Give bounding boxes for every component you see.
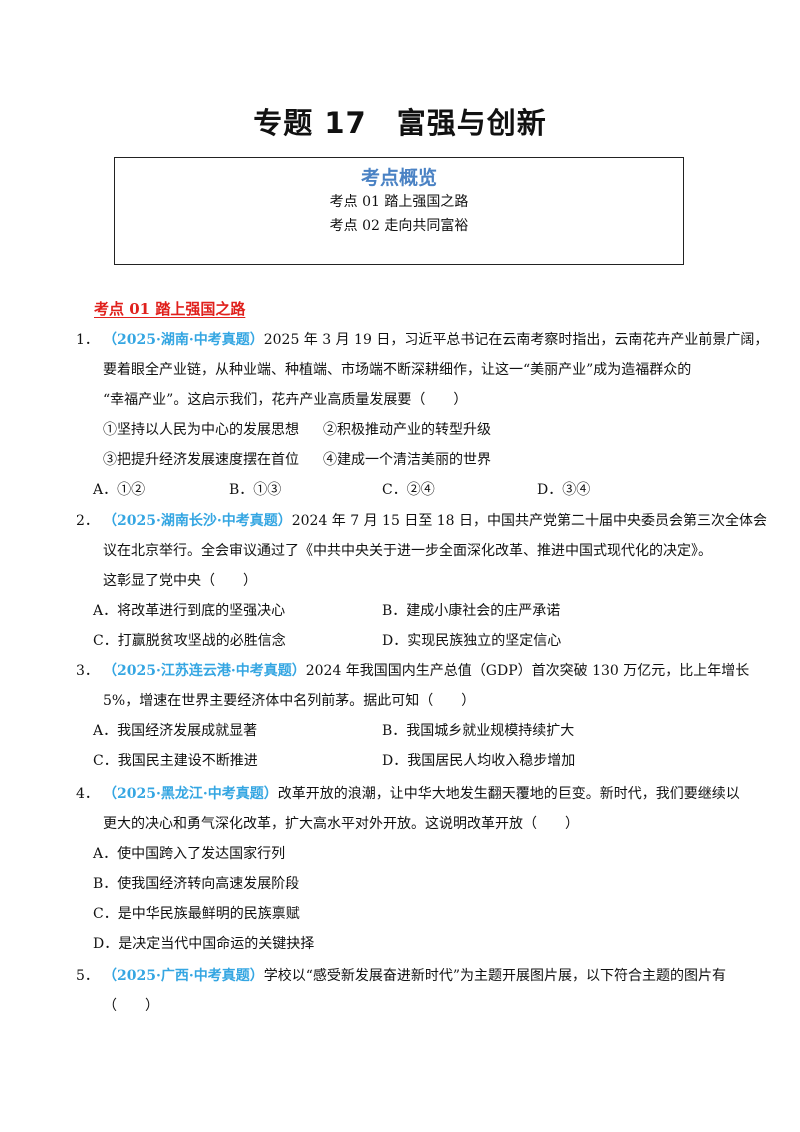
option-d: D．是决定当代中国命运的关键抉择: [93, 936, 315, 952]
question-text-line: 2025 年 3 月 19 日，习近平总书记在云南考察时指出，云南花卉产业前景广…: [263, 332, 769, 348]
question-source: （2025·江苏连云港·中考真题）: [103, 663, 306, 679]
question-4: 4． （2025·黑龙江·中考真题）改革开放的浪潮，让中华大地发生翻天覆地的巨变…: [76, 779, 740, 959]
question-source: （2025·湖南长沙·中考真题）: [103, 513, 292, 529]
question-number: 1．: [76, 332, 99, 348]
question-number: 2．: [76, 513, 99, 529]
question-5: 5． （2025·广西·中考真题）学校以“感受新发展奋进新时代”为主题开展图片展…: [76, 961, 727, 1021]
overview-item-2: 考点 02 走向共同富裕: [329, 218, 469, 234]
question-2: 2． （2025·湖南长沙·中考真题）2024 年 7 月 15 日至 18 日…: [76, 506, 767, 656]
overview-box: 考点概览 考点 01 踏上强国之路 考点 02 走向共同富裕: [114, 157, 684, 265]
question-text-line: 改革开放的浪潮，让中华大地发生翻天覆地的巨变。新时代，我们要继续以: [277, 786, 740, 802]
option-c: C．打赢脱贫攻坚战的必胜信念: [93, 633, 286, 649]
option-a: A．将改革进行到底的坚强决心: [93, 603, 286, 619]
option-d: D．③④: [537, 482, 591, 498]
question-text-line: 更大的决心和勇气深化改革，扩大高水平对外开放。这说明改革开放（ ）: [103, 816, 579, 832]
question-number: 3．: [76, 663, 99, 679]
statement-3: ③把提升经济发展速度摆在首位: [103, 452, 299, 468]
statement-2: ②积极推动产业的转型升级: [323, 422, 491, 438]
option-b: B．我国城乡就业规模持续扩大: [382, 723, 575, 739]
question-1: 1． （2025·湖南·中考真题）2025 年 3 月 19 日，习近平总书记在…: [76, 325, 768, 505]
question-3: 3． （2025·江苏连云港·中考真题）2024 年我国国内生产总值（GDP）首…: [76, 656, 749, 776]
option-a: A．我国经济发展成就显著: [93, 723, 258, 739]
question-text-line: 要着眼全产业链，从种业端、种植端、市场端不断深耕细作，让这一“美丽产业”成为造福…: [103, 362, 692, 378]
option-c: C．我国民主建设不断推进: [93, 753, 258, 769]
question-text-line: （ ）: [103, 998, 159, 1014]
option-c: C．是中华民族最鲜明的民族禀赋: [93, 906, 300, 922]
page-title: 专题 17 富强与创新: [253, 106, 547, 140]
option-a: A．使中国跨入了发达国家行列: [93, 846, 286, 862]
option-b: B．使我国经济转向高速发展阶段: [93, 876, 300, 892]
question-text-line: 学校以“感受新发展奋进新时代”为主题开展图片展，以下符合主题的图片有: [263, 968, 727, 984]
question-text-line: 2024 年我国国内生产总值（GDP）首次突破 130 万亿元，比上年增长: [305, 663, 750, 679]
overview-heading: 考点概览: [360, 167, 437, 189]
option-d: D．我国居民人均收入稳步增加: [382, 753, 576, 769]
option-b: B．①③: [229, 482, 282, 498]
option-c: C．②④: [382, 482, 435, 498]
question-source: （2025·广西·中考真题）: [103, 968, 264, 984]
question-number: 5．: [76, 968, 99, 984]
question-text-line: 这彰显了党中央（ ）: [103, 573, 257, 589]
statement-1: ①坚持以人民为中心的发展思想: [103, 422, 299, 438]
option-a: A．①②: [93, 482, 146, 498]
question-source: （2025·湖南·中考真题）: [103, 332, 264, 348]
section-heading: 考点 01 踏上强国之路: [94, 300, 246, 318]
question-text-line: 5%，增速在世界主要经济体中名列前茅。据此可知（ ）: [103, 693, 476, 709]
question-number: 4．: [76, 786, 99, 802]
question-text-line: 2024 年 7 月 15 日至 18 日，中国共产党第二十届中央委员会第三次全…: [291, 513, 768, 529]
overview-item-1: 考点 01 踏上强国之路: [329, 194, 469, 210]
question-text-line: 议在北京举行。全会审议通过了《中共中央关于进一步全面深化改革、推进中国式现代化的…: [103, 543, 712, 559]
question-text-line: “幸福产业”。这启示我们，花卉产业高质量发展要（ ）: [103, 392, 468, 408]
option-d: D．实现民族独立的坚定信心: [382, 633, 562, 649]
option-b: B．建成小康社会的庄严承诺: [382, 603, 561, 619]
question-source: （2025·黑龙江·中考真题）: [103, 786, 278, 802]
statement-4: ④建成一个清洁美丽的世界: [323, 452, 491, 468]
